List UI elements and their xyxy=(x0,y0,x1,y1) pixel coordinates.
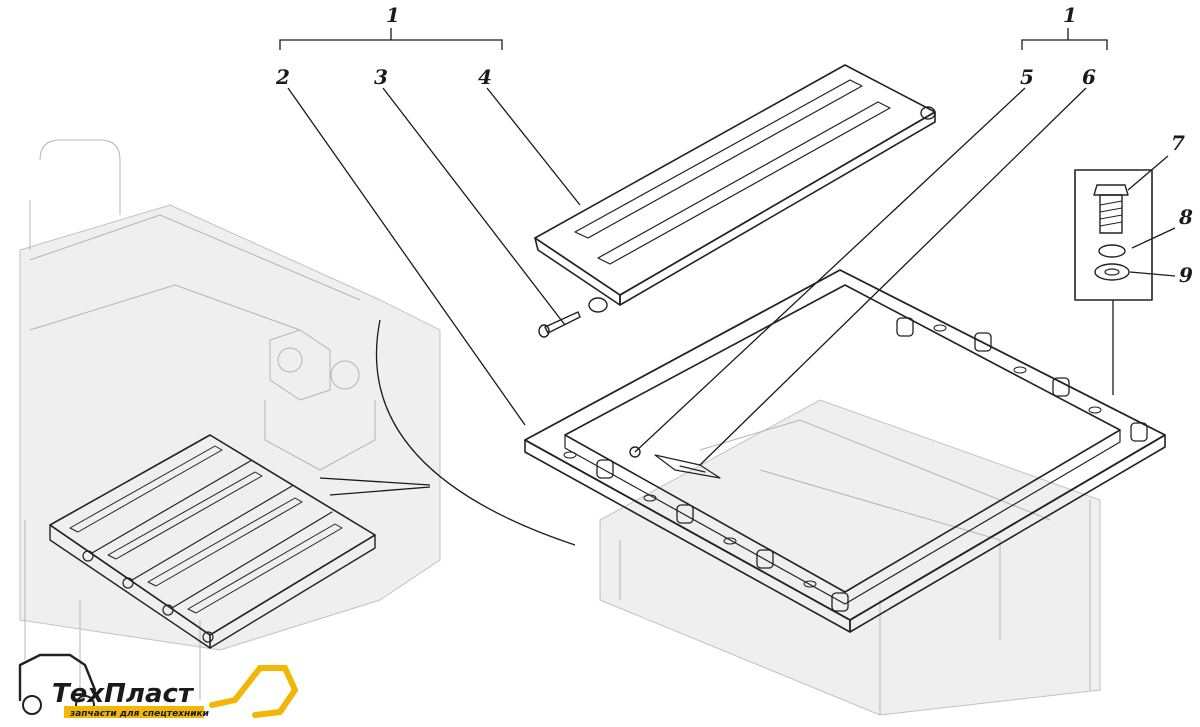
leader-6 xyxy=(699,87,1087,466)
callout-7: 7 xyxy=(1171,131,1185,155)
brand-logo: ТехПласт запчасти для спецтехники xyxy=(18,653,299,719)
excavator-arm-icon xyxy=(209,665,299,718)
callout-5: 5 xyxy=(1020,65,1034,89)
bolt-item-7 xyxy=(1093,184,1129,234)
leader-7 xyxy=(1127,155,1169,191)
lock-washer-item-8 xyxy=(1098,244,1126,258)
leader-5 xyxy=(634,87,1026,453)
callout-3: 3 xyxy=(374,65,388,89)
assembled-lids-detail xyxy=(49,434,376,649)
callout-2: 2 xyxy=(275,65,290,89)
leader-8 xyxy=(1131,227,1176,249)
flat-washer-item-9 xyxy=(1094,263,1130,281)
background-housing-ghost xyxy=(599,399,1101,716)
plate-item-6 xyxy=(654,454,721,479)
hatch-frame-item-2 xyxy=(524,269,1166,633)
leader-2 xyxy=(287,87,526,426)
callout-8: 8 xyxy=(1178,205,1193,229)
logo-brand-text: ТехПласт xyxy=(52,679,195,709)
lid-panel-item-4 xyxy=(534,64,936,313)
callout-1-right: 1 xyxy=(1063,3,1077,27)
callout-4: 4 xyxy=(478,65,492,89)
detail-view-arc xyxy=(319,319,576,546)
leader-4 xyxy=(486,87,581,206)
callout-9: 9 xyxy=(1179,263,1193,287)
logo-tagline: запчасти для спецтехники xyxy=(69,709,210,719)
callout-1-right-group: 1 xyxy=(1021,3,1108,50)
callout-1-left: 1 xyxy=(386,3,400,27)
leader-3 xyxy=(382,87,566,326)
hinge-pin-item-3 xyxy=(538,311,581,338)
frame-hinge-lugs xyxy=(596,317,1148,612)
frame-bolt-slots xyxy=(563,324,1102,588)
callout-6: 6 xyxy=(1082,65,1096,89)
background-vehicle-ghost xyxy=(19,139,441,700)
hardware-detail-box xyxy=(1074,169,1153,301)
callout-1-left-group: 1 xyxy=(279,3,503,50)
washer-item-5 xyxy=(629,446,641,458)
